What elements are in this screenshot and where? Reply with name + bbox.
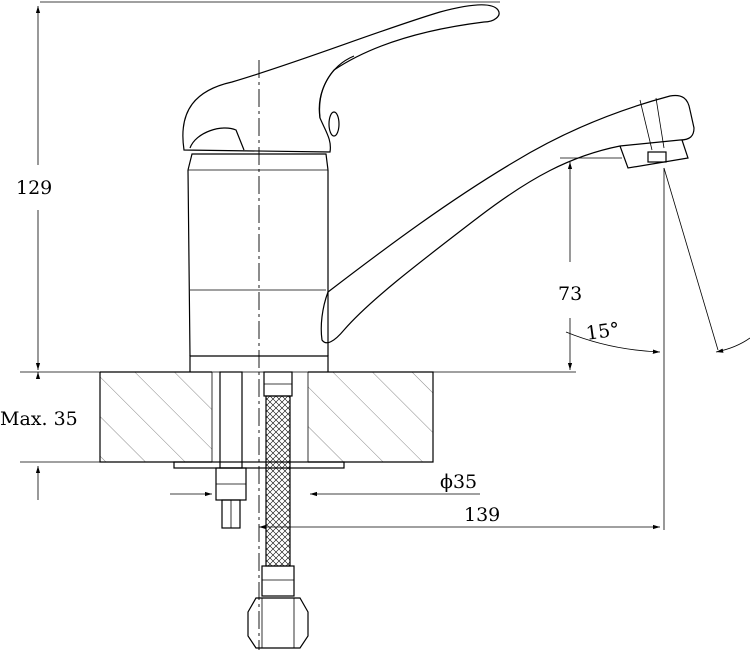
dimension-reach: 139 <box>259 504 660 530</box>
dimension-max-thickness: Max. 35 <box>0 372 78 500</box>
spout <box>320 94 695 344</box>
dimension-angle: 15° <box>565 167 750 530</box>
angle-label: 15° <box>585 318 621 344</box>
dimension-spout-height: 73 <box>558 157 622 370</box>
countertop <box>99 371 434 463</box>
flexible-hose <box>247 371 309 649</box>
spout-height-label: 73 <box>558 283 582 305</box>
faucet-body <box>187 153 329 372</box>
dimension-hole-diameter: ϕ35 <box>170 471 480 497</box>
height-total-label: 129 <box>16 177 52 199</box>
lever-handle <box>182 4 500 153</box>
hole-diameter-label: ϕ35 <box>440 471 477 493</box>
stud-bolt <box>215 371 247 529</box>
reach-label: 139 <box>464 504 500 526</box>
dimension-height-total: 129 <box>16 1 500 370</box>
max-thickness-label: Max. 35 <box>0 408 78 430</box>
